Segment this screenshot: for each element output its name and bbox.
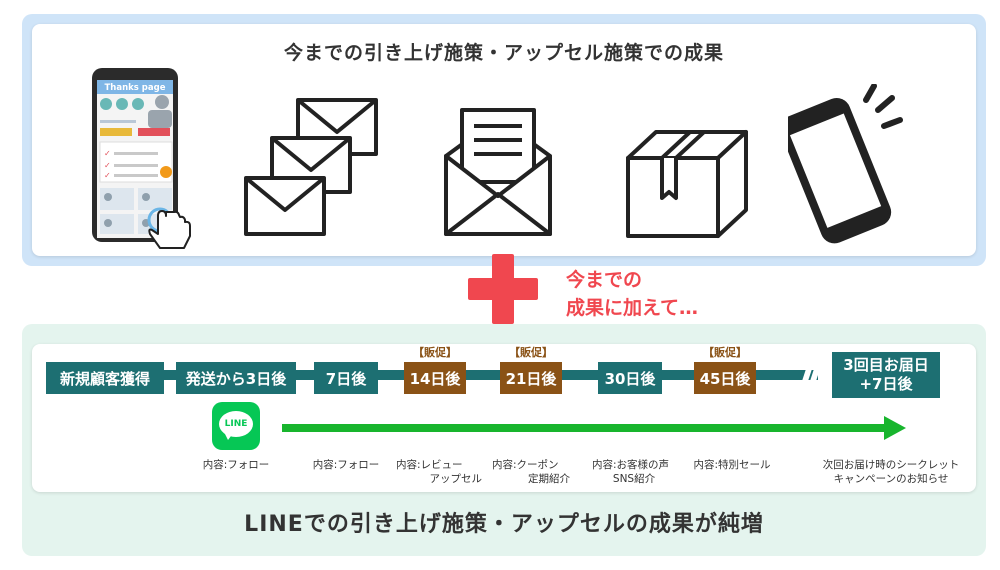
progress-arrow-shaft xyxy=(282,424,886,432)
screen-dot xyxy=(116,98,128,110)
content-special-sale: 内容:特別セール xyxy=(693,459,771,471)
step-new-customer: 新規顧客獲得 xyxy=(46,362,164,394)
phone-screen-label: Thanks page xyxy=(105,83,166,93)
content-coupon-subscription: 内容:クーポン 定期紹介 xyxy=(492,459,570,485)
step-21-days: 21日後 xyxy=(500,362,562,394)
final-step-line-2: +7日後 xyxy=(859,375,913,393)
promo-label: 【販促】 xyxy=(509,346,553,359)
note-line-1: 今までの xyxy=(566,269,643,291)
svg-text:✓: ✓ xyxy=(104,149,111,158)
screen-dot xyxy=(132,98,144,110)
screen-avatar xyxy=(155,95,169,109)
plus-sign-horizontal xyxy=(468,278,538,300)
step-14-days: 14日後 xyxy=(404,362,466,394)
envelopes-icon xyxy=(244,98,378,236)
step-third-delivery-plus-7: 3回目お届日 +7日後 xyxy=(832,352,940,398)
package-box-icon xyxy=(626,130,748,238)
additional-results-note: 今までの 成果に加えて… xyxy=(566,266,766,322)
bottom-title: LINEでの引き上げ施策・アップセルの成果が純増 xyxy=(244,512,764,537)
step-7-days: 7日後 xyxy=(314,362,378,394)
line-logo-icon: LINE xyxy=(212,402,260,450)
step-30-days: 30日後 xyxy=(598,362,662,394)
note-line-2: 成果に加えて… xyxy=(566,297,699,319)
open-letter-icon xyxy=(444,108,552,236)
content-follow-3days: 内容:フォロー xyxy=(202,459,270,471)
top-title: 今までの引き上げ施策・アップセル施策での成果 xyxy=(283,42,724,64)
progress-arrow-head xyxy=(884,416,906,440)
final-step-line-1: 3回目お届日 xyxy=(843,356,929,374)
content-follow-7days: 内容:フォロー xyxy=(312,459,380,471)
promo-label: 【販促】 xyxy=(413,346,457,359)
ringing-smartphone-icon xyxy=(788,84,903,244)
content-secret-campaign: 次回お届け時のシークレット キャンペーンのお知らせ xyxy=(822,459,960,485)
screen-dot xyxy=(100,98,112,110)
step-3-days-after-shipping: 発送から3日後 xyxy=(176,362,296,394)
thanks-page-phone-icon: Thanks page ✓ ✓ ✓ xyxy=(92,68,191,249)
step-45-days: 45日後 xyxy=(694,362,756,394)
content-review-upsell: 内容:レビュー アップセル xyxy=(396,459,482,485)
content-customer-voice-sns: 内容:お客様の声 SNS紹介 xyxy=(592,459,670,485)
svg-text:✓: ✓ xyxy=(104,161,111,170)
promo-label: 【販促】 xyxy=(703,346,747,359)
svg-text:✓: ✓ xyxy=(104,171,111,180)
